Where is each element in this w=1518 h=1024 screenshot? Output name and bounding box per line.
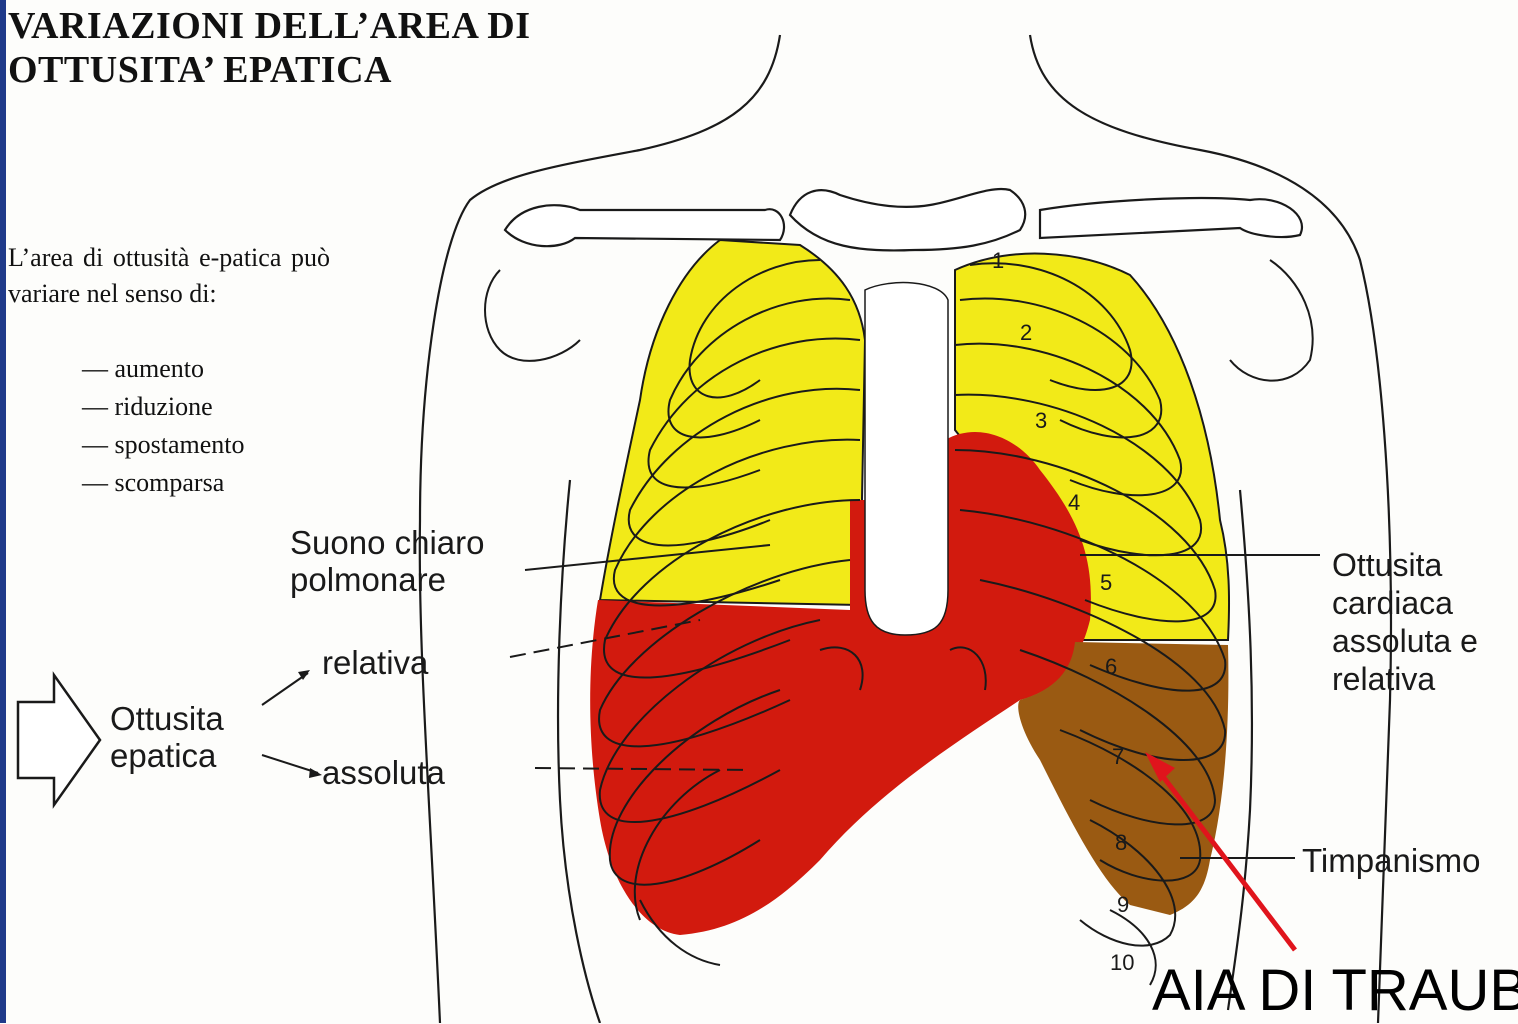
- label-ottusita-cardiaca: Ottusita cardiaca assoluta e relativa: [1332, 546, 1478, 698]
- label-aia-di-traube: AIA DI TRAUBE: [1152, 958, 1518, 1024]
- rib-number: 3: [1035, 408, 1047, 433]
- rib-number: 2: [1020, 320, 1032, 345]
- rib-number: 7: [1112, 744, 1124, 769]
- rib-number: 10: [1110, 950, 1134, 975]
- label-line: relativa: [1332, 660, 1478, 698]
- sternum: [865, 283, 948, 635]
- label-timpanismo: Timpanismo: [1302, 842, 1481, 879]
- label-line: Ottusita: [1332, 546, 1478, 584]
- pointer-arrow-icon: [18, 675, 100, 805]
- rib-number: 1: [992, 248, 1004, 273]
- label-relativa: relativa: [322, 644, 428, 681]
- label-line: Suono chiaro: [290, 524, 484, 561]
- rib-number: 5: [1100, 570, 1112, 595]
- label-line: Ottusita: [110, 700, 224, 737]
- label-arrowheads: [298, 670, 322, 778]
- clavicles: [505, 189, 1302, 250]
- label-suono-chiaro: Suono chiaro polmonare: [290, 524, 484, 598]
- rib-number: 6: [1105, 654, 1117, 679]
- label-line: cardiaca: [1332, 584, 1478, 622]
- label-line: polmonare: [290, 561, 484, 598]
- label-ottusita-epatica: Ottusita epatica: [110, 700, 224, 774]
- label-line: assoluta e: [1332, 622, 1478, 660]
- label-line: epatica: [110, 737, 224, 774]
- rib-number: 9: [1117, 892, 1129, 917]
- rib-number: 8: [1115, 830, 1127, 855]
- label-assoluta: assoluta: [322, 754, 445, 791]
- rib-number: 4: [1068, 490, 1080, 515]
